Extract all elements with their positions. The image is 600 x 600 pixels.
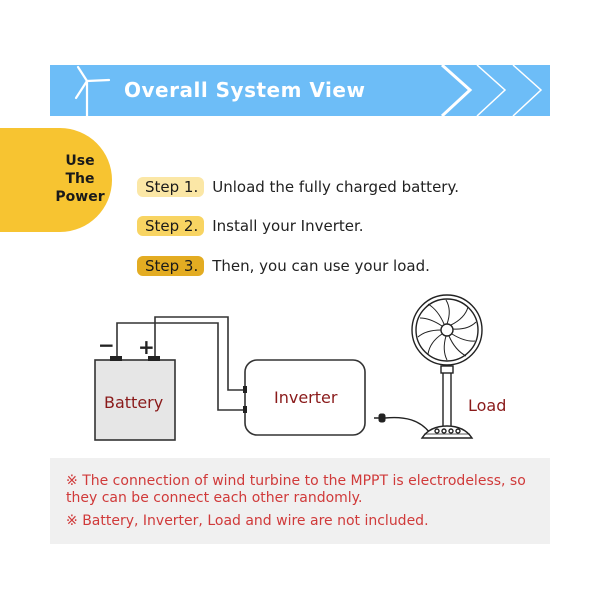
notes-box: ※ The connection of wind turbine to the …	[50, 458, 550, 544]
step-2: Step 2. Install your Inverter.	[137, 214, 364, 238]
banner-graphics	[74, 65, 543, 116]
note-item: ※ The connection of wind turbine to the …	[66, 473, 550, 507]
step-text: Unload the fully charged battery.	[212, 178, 459, 196]
load-label: Load	[468, 396, 506, 415]
step-label: Step 3.	[137, 256, 205, 276]
step-text: Then, you can use your load.	[212, 257, 430, 275]
note-marker: ※	[66, 473, 78, 489]
banner-title: Overall System View	[124, 78, 366, 102]
badge-line: Power	[55, 189, 105, 205]
use-the-power-badge	[0, 128, 112, 232]
inverter-label: Inverter	[274, 388, 338, 407]
note-item: ※ Battery, Inverter, Load and wire are n…	[66, 513, 429, 530]
negative-wire	[116, 322, 245, 411]
negative-terminal	[110, 356, 122, 361]
wind-turbine-icon	[74, 65, 111, 116]
badge-line: The	[65, 171, 95, 187]
step-label: Step 1.	[137, 177, 205, 197]
badge-line: Use	[65, 153, 95, 169]
note-text: Battery, Inverter, Load and wire are not…	[82, 513, 429, 529]
step-3: Step 3. Then, you can use your load.	[137, 254, 430, 278]
fan-icon	[411, 294, 483, 439]
battery: − + Battery	[94, 333, 176, 441]
section-banner: Overall System View	[50, 65, 550, 116]
positive-wire	[154, 316, 245, 391]
step-1: Step 1. Unload the fully charged battery…	[137, 175, 459, 199]
note-text: The connection of wind turbine to the MP…	[66, 473, 526, 506]
use-the-power-text: Use The Power	[52, 152, 108, 206]
inverter: Inverter	[243, 359, 366, 436]
chevron-decoration-icon	[440, 65, 543, 116]
step-label: Step 2.	[137, 216, 205, 236]
positive-terminal	[148, 356, 160, 361]
wires	[116, 316, 245, 411]
step-text: Install your Inverter.	[212, 217, 364, 235]
wiring-diagram: − + Battery Inverter	[94, 294, 506, 441]
positive-sign: +	[138, 335, 155, 359]
plug-icon	[374, 413, 431, 434]
battery-label: Battery	[104, 393, 163, 412]
negative-sign: −	[98, 333, 115, 357]
note-marker: ※	[66, 513, 78, 529]
